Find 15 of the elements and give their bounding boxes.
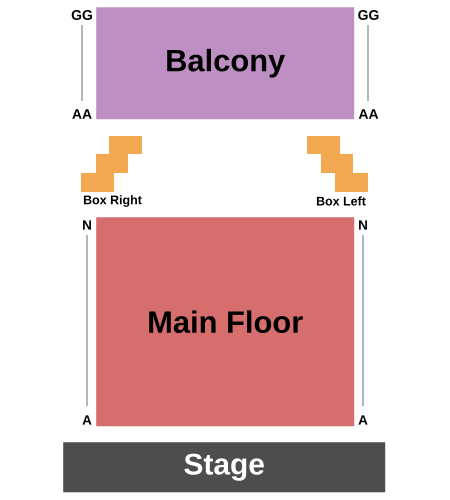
row-label: GG xyxy=(358,10,378,20)
box-seats: Box Left xyxy=(307,136,368,206)
row-label: N xyxy=(83,220,91,230)
row-label: GG xyxy=(72,10,92,20)
box-seats: Box Right xyxy=(81,136,142,207)
row-label: AA xyxy=(358,109,378,119)
row-label: N xyxy=(359,220,367,230)
node-label: Box Left xyxy=(316,196,366,206)
node-label: Box Right xyxy=(84,195,142,207)
seating-section: Main Floor xyxy=(96,217,354,426)
seating-section: Balcony xyxy=(96,7,354,120)
row-label: AA xyxy=(72,109,92,119)
row-label: A xyxy=(82,415,92,425)
stage-block: Stage xyxy=(63,442,386,492)
row-label: A xyxy=(358,415,368,425)
